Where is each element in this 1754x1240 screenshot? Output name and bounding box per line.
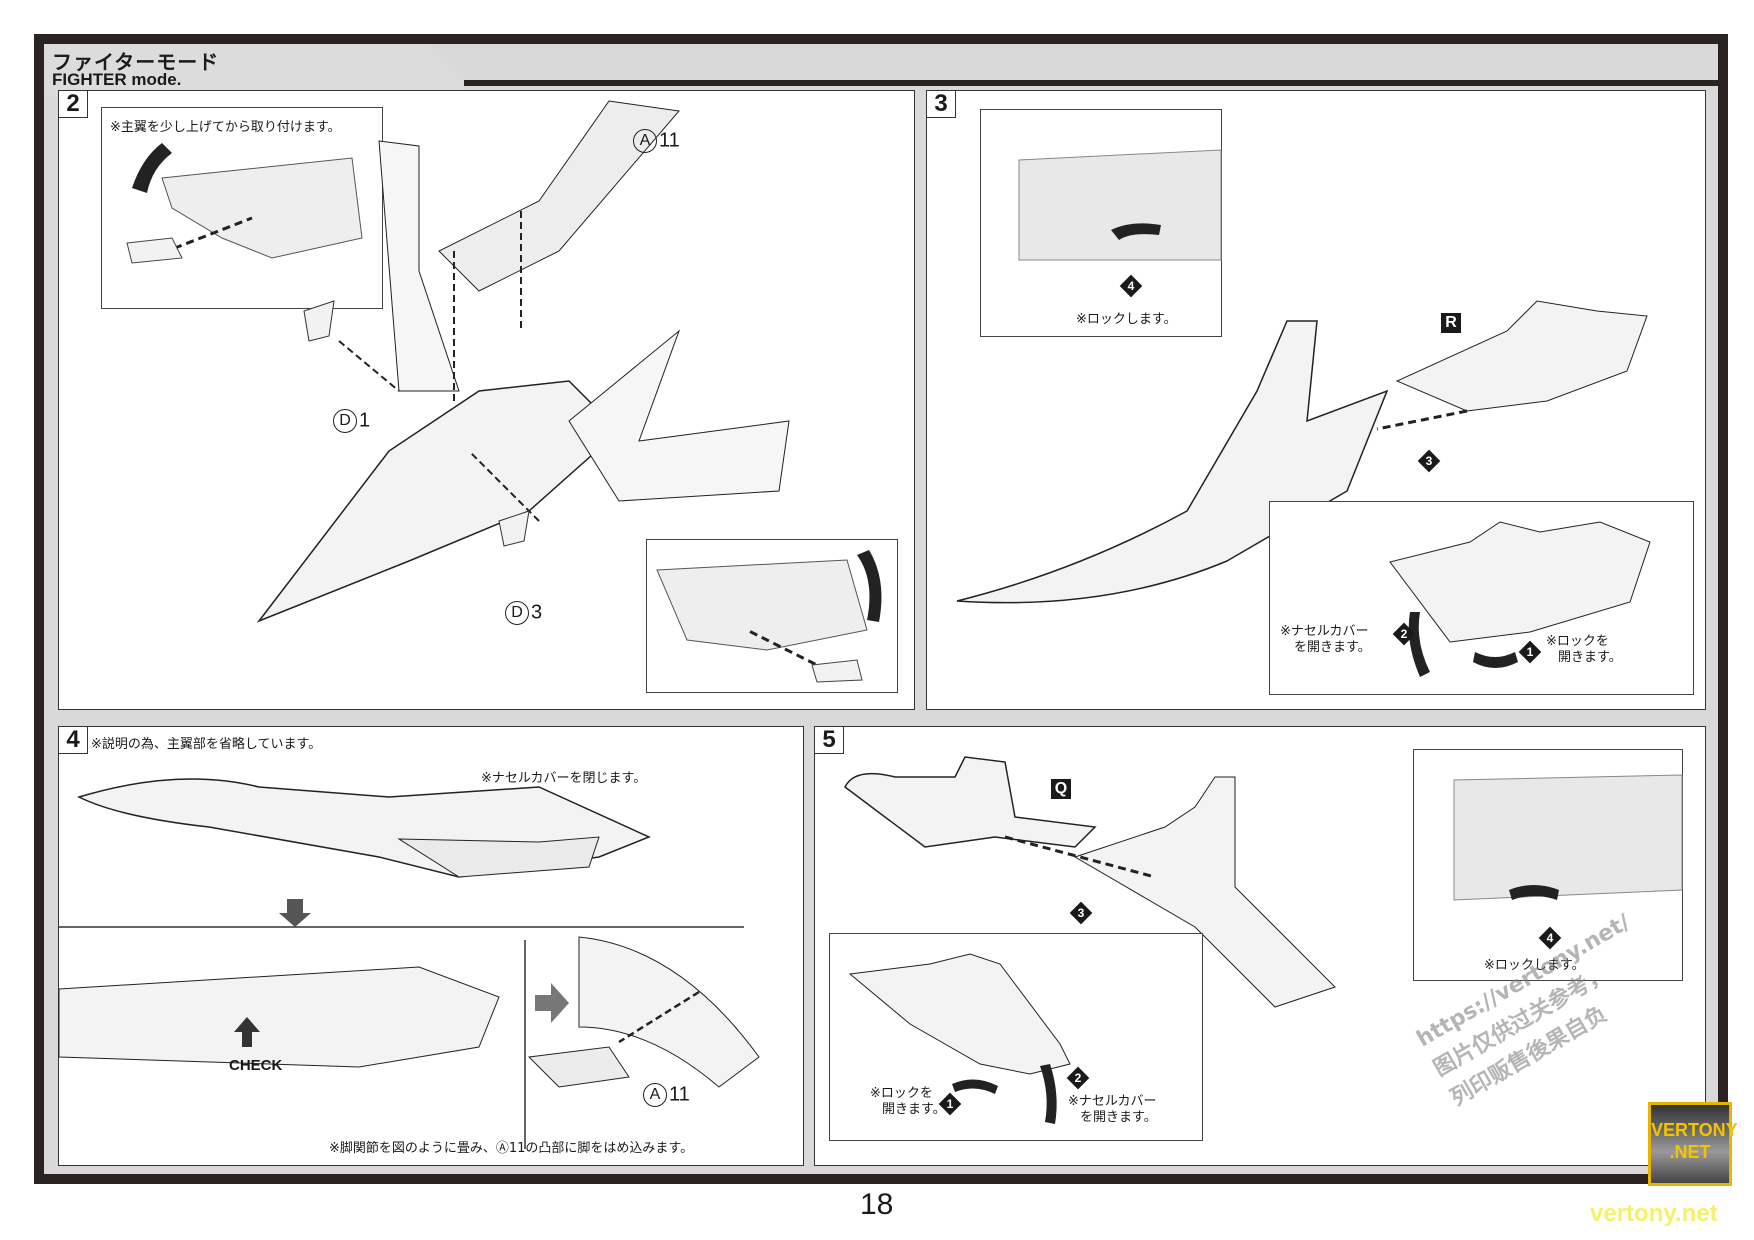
note-nacelle-open-1: ※ナセルカバー (1280, 624, 1369, 639)
arrow-right-icon (535, 983, 569, 1023)
note-nacelle-open-2: を開きます。 (1080, 1110, 1157, 1125)
header-tab (44, 44, 464, 96)
arrow-up-icon (234, 1017, 260, 1047)
step-number: 3 (927, 91, 956, 118)
lock-illustration (1453, 774, 1683, 901)
part-tag-r: R (1441, 313, 1461, 333)
curved-arrow-icon (952, 1079, 998, 1094)
step-marker-1: 1 (1518, 640, 1542, 664)
runner-letter: A (633, 129, 657, 153)
title-english: FIGHTER mode. (52, 70, 182, 89)
curved-arrow-icon (1111, 223, 1161, 240)
check-label: CHECK (229, 1057, 283, 1074)
badge-line2: .NET (1669, 1142, 1711, 1162)
top-note: ※説明の為、主翼部を省略しています。 (91, 737, 322, 752)
watermark-badge: VERTONY .NET (1648, 1102, 1738, 1186)
note-lock-open-2: 開きます。 (882, 1102, 946, 1117)
fighter-illustration-step3 (956, 300, 1648, 604)
curved-arrow-icon (1040, 1064, 1057, 1124)
arrow-down-icon (279, 899, 311, 927)
inset-note: ※ロックします。 (1484, 958, 1585, 973)
step-marker-4: 4 (1538, 926, 1562, 950)
step-marker-3: 3 (1417, 449, 1441, 473)
part-number: 11 (659, 129, 680, 152)
curved-arrow-icon (1473, 652, 1518, 668)
wing-lift-right-illustration (656, 550, 882, 683)
step-marker-1: 1 (938, 1092, 962, 1116)
step-number: 5 (815, 727, 844, 754)
curved-arrow-icon (132, 143, 172, 193)
step-marker-3: 3 (1069, 901, 1093, 925)
header-bar (464, 80, 1718, 86)
step-marker-2: 2 (1392, 622, 1416, 646)
nacelle-open-illustration (848, 953, 1071, 1124)
inset-note: ※ロックします。 (1076, 312, 1177, 327)
inset-nacelle-open: ※ロックを 開きます。 1 2 ※ナセルカバー を開きます。 (829, 933, 1203, 1141)
inset-lock: 4 ※ロックします。 (1413, 749, 1683, 981)
step-marker-4: 4 (1119, 274, 1143, 298)
runner-letter: A (643, 1083, 667, 1107)
inset-wing-lift-right (646, 539, 898, 693)
step-number: 4 (59, 727, 88, 754)
step-marker-2: 2 (1066, 1066, 1090, 1090)
title-japanese: ファイターモード (52, 50, 220, 74)
curved-arrow-icon (1408, 612, 1430, 677)
fighter-illustration-step2 (256, 100, 790, 623)
fighter-side-illustration (58, 778, 760, 1149)
runner-letter: D (333, 409, 357, 433)
note-lock-open-2: 開きます。 (1558, 650, 1622, 665)
curved-arrow-icon (857, 550, 882, 622)
curved-arrow-icon (1509, 885, 1559, 900)
fighter-illustration-step5 (844, 756, 1336, 1008)
note-nacelle-open-2: を開きます。 (1294, 640, 1371, 655)
part-number: 3 (531, 601, 543, 624)
bottom-note: ※脚関節を図のように畳み、Ⓐ11の凸部に脚をはめ込みます。 (329, 1141, 694, 1156)
badge-line1: VERTONY (1651, 1120, 1738, 1140)
step-5-panel: 5 Q 3 4 ※ロックします。 ※ロックを 開きます。 1 2 ※ナセルカバー… (814, 726, 1706, 1166)
lock-illustration (1018, 149, 1222, 261)
wing-lift-illustration (126, 143, 363, 264)
runner-letter: D (505, 601, 529, 625)
page-number: 18 (860, 1188, 894, 1221)
inset-wing-lift: ※主翼を少し上げてから取り付けます。 (101, 107, 383, 309)
part-tag-q: Q (1051, 779, 1071, 799)
inset-nacelle-open: ※ナセルカバー を開きます。 2 1 ※ロックを 開きます。 (1269, 501, 1694, 695)
step-number: 2 (59, 91, 88, 118)
watermark-footer: vertony.net (1590, 1200, 1718, 1227)
note-nacelle-open-1: ※ナセルカバー (1068, 1094, 1157, 1109)
note-lock-open-1: ※ロックを (870, 1086, 933, 1101)
nacelle-close-note: ※ナセルカバーを閉じます。 (481, 771, 647, 786)
step-3-panel: 3 4 ※ロックします。 R 3 ※ナセルカバー を開きます。 2 1 ※ロック… (926, 90, 1706, 710)
step-4-panel: 4 ※説明の為、主翼部を省略しています。 ※ナセルカバーを閉じます。 CHECK… (58, 726, 804, 1166)
note-lock-open-1: ※ロックを (1546, 634, 1609, 649)
part-number: 1 (359, 409, 371, 432)
inset-lock: 4 ※ロックします。 (980, 109, 1222, 337)
nacelle-open-illustration (1389, 521, 1651, 677)
inset-note: ※主翼を少し上げてから取り付けます。 (110, 120, 341, 135)
part-number: 11 (669, 1083, 690, 1106)
